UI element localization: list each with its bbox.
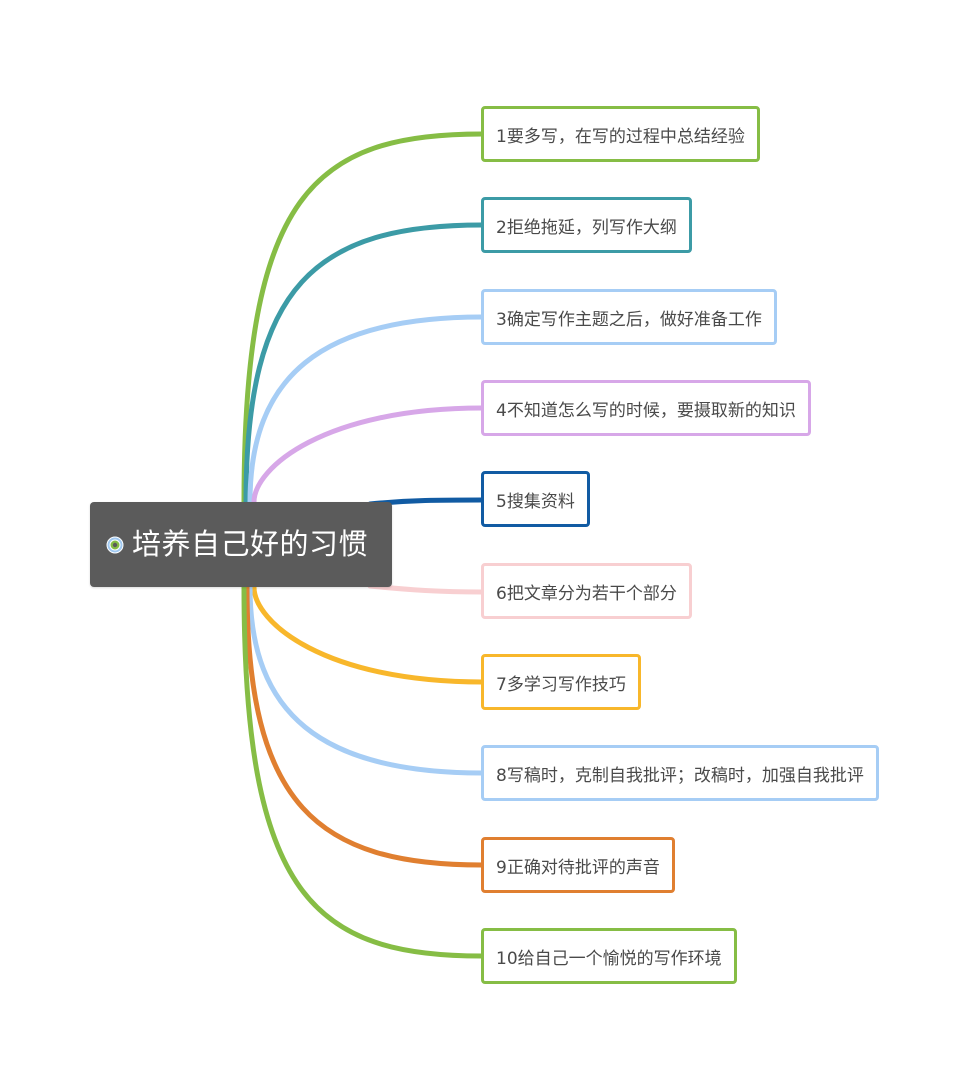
target-icon bbox=[106, 536, 124, 554]
branch-topic-2[interactable]: 2拒绝拖延，列写作大纲 bbox=[481, 197, 692, 253]
branch-label: 5搜集资料 bbox=[496, 491, 575, 512]
root-topic-label: 培养自己好的习惯 bbox=[132, 527, 369, 561]
connector-line-10 bbox=[241, 584, 485, 959]
branch-topic-3[interactable]: 3确定写作主题之后，做好准备工作 bbox=[481, 289, 777, 345]
branch-topic-5[interactable]: 5搜集资料 bbox=[481, 471, 590, 527]
branch-topic-7[interactable]: 7多学习写作技巧 bbox=[481, 654, 641, 710]
branch-topic-6[interactable]: 6把文章分为若干个部分 bbox=[481, 563, 692, 619]
branch-label: 3确定写作主题之后，做好准备工作 bbox=[496, 309, 762, 330]
branch-topic-8[interactable]: 8写稿时，克制自我批评；改稿时，加强自我批评 bbox=[481, 745, 879, 801]
connector-line-2 bbox=[243, 222, 485, 505]
branch-label: 1要多写，在写的过程中总结经验 bbox=[496, 126, 745, 147]
root-topic[interactable]: 培养自己好的习惯 bbox=[90, 502, 392, 587]
branch-label: 4不知道怎么写的时候，要摄取新的知识 bbox=[496, 400, 796, 421]
branch-label: 7多学习写作技巧 bbox=[496, 674, 626, 695]
connector-line-9 bbox=[244, 584, 485, 868]
connector-line-6 bbox=[367, 583, 485, 595]
branch-label: 6把文章分为若干个部分 bbox=[496, 583, 677, 604]
branch-topic-10[interactable]: 10给自己一个愉悦的写作环境 bbox=[481, 928, 737, 984]
branch-topic-1[interactable]: 1要多写，在写的过程中总结经验 bbox=[481, 106, 760, 162]
branch-label: 8写稿时，克制自我批评；改稿时，加强自我批评 bbox=[496, 765, 864, 786]
connector-line-7 bbox=[251, 584, 485, 685]
branch-topic-4[interactable]: 4不知道怎么写的时候，要摄取新的知识 bbox=[481, 380, 811, 436]
connector-line-3 bbox=[247, 314, 485, 505]
branch-label: 9正确对待批评的声音 bbox=[496, 857, 660, 878]
branch-topic-9[interactable]: 9正确对待批评的声音 bbox=[481, 837, 675, 893]
connector-line-8 bbox=[247, 584, 485, 776]
connector-line-4 bbox=[251, 405, 485, 505]
branch-label: 10给自己一个愉悦的写作环境 bbox=[496, 948, 722, 969]
branch-label: 2拒绝拖延，列写作大纲 bbox=[496, 217, 677, 238]
connector-line-1 bbox=[241, 131, 485, 505]
